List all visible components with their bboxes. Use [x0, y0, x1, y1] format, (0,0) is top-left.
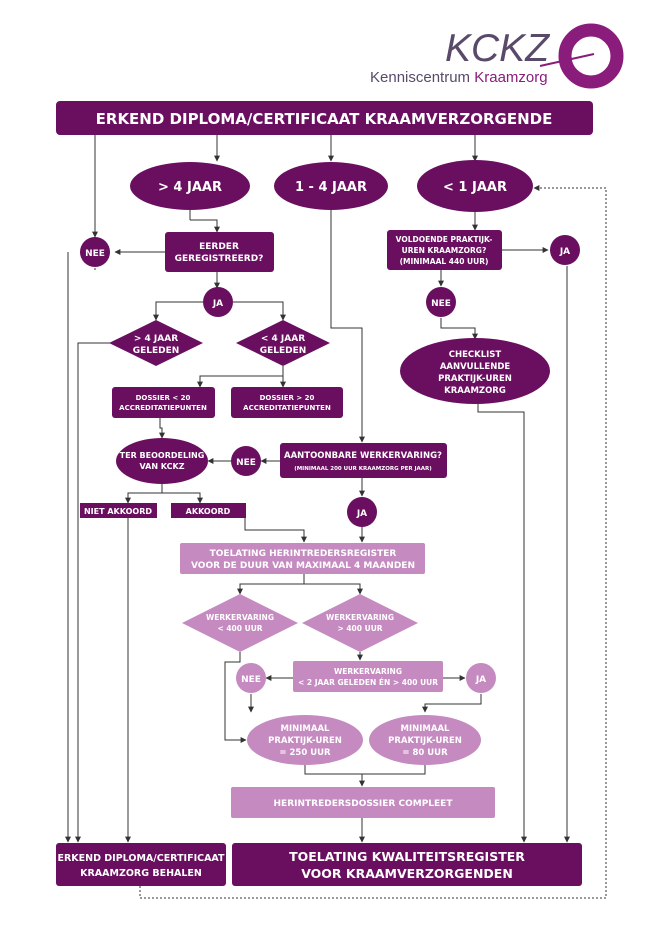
svg-text:MINIMAAL: MINIMAAL: [401, 724, 451, 734]
svg-text:< 400 UUR: < 400 UUR: [217, 624, 262, 633]
node-werkervaring-lt400: WERKERVARING < 400 UUR: [182, 594, 298, 652]
dotted-return-line: [139, 185, 607, 899]
svg-text:DOSSIER < 20: DOSSIER < 20: [136, 394, 191, 402]
node-lt4-jaar-geleden: < 4 JAAR GELEDEN: [236, 320, 330, 366]
node-voldoende-praktijkuren: VOLDOENDE PRAKTIJK- UREN KRAAMZORG? (MIN…: [387, 230, 502, 270]
svg-text:ACCREDITATIEPUNTEN: ACCREDITATIEPUNTEN: [243, 404, 331, 412]
node-lt1-jaar: < 1 JAAR: [417, 160, 533, 212]
node-werkervaring-gt400: WERKERVARING > 400 UUR: [302, 594, 418, 652]
node-gt4-jaar-geleden: > 4 JAAR GELEDEN: [109, 320, 203, 366]
node-nee-2jaar: NEE: [236, 663, 266, 693]
node-akkoord: AKKOORD: [171, 503, 246, 518]
svg-text:< 4 JAAR: < 4 JAAR: [261, 334, 305, 344]
svg-text:NEE: NEE: [431, 299, 451, 309]
svg-text:PRAKTIJK-UREN: PRAKTIJK-UREN: [438, 374, 512, 384]
node-checklist: CHECKLIST AANVULLENDE PRAKTIJK-UREN KRAA…: [400, 338, 550, 404]
logo-circle: [558, 23, 624, 89]
svg-text:< 2 JAAR GELEDEN ÉN > 400 UUR: < 2 JAAR GELEDEN ÉN > 400 UUR: [298, 678, 438, 687]
svg-text:JA: JA: [559, 247, 570, 257]
svg-text:WERKERVARING: WERKERVARING: [206, 613, 274, 622]
svg-text:= 80 UUR: = 80 UUR: [402, 748, 448, 758]
node-herintredersdossier-compleet: HERINTREDERSDOSSIER COMPLEET: [231, 787, 495, 818]
svg-text:ACCREDITATIEPUNTEN: ACCREDITATIEPUNTEN: [119, 404, 207, 412]
node-werkervaring-2jaar: WERKERVARING < 2 JAAR GELEDEN ÉN > 400 U…: [293, 661, 443, 692]
svg-text:HERINTREDERSDOSSIER COMPLEET: HERINTREDERSDOSSIER COMPLEET: [274, 799, 454, 809]
node-minimaal-250: MINIMAAL PRAKTIJK-UREN = 250 UUR: [247, 715, 363, 765]
svg-text:(MINIMAAL 440 UUR): (MINIMAAL 440 UUR): [400, 257, 489, 266]
svg-text:GELEDEN: GELEDEN: [260, 346, 307, 356]
svg-text:KRAAMZORG: KRAAMZORG: [444, 386, 506, 396]
svg-text:(MINIMAAL 200 UUR KRAAMZORG PE: (MINIMAAL 200 UUR KRAAMZORG PER JAAR): [294, 466, 432, 472]
svg-text:NEE: NEE: [85, 249, 105, 259]
svg-text:ERKEND DIPLOMA/CERTIFICAAT KRA: ERKEND DIPLOMA/CERTIFICAAT KRAAMVERZORGE…: [96, 110, 553, 128]
svg-text:1 - 4 JAAR: 1 - 4 JAAR: [295, 180, 367, 195]
svg-text:CHECKLIST: CHECKLIST: [449, 350, 502, 360]
svg-text:JA: JA: [356, 509, 367, 519]
node-ter-beoordeling: TER BEOORDELING VAN KCKZ: [116, 438, 208, 484]
logo-mark: KCKZ: [445, 27, 550, 70]
logo-swoosh: [539, 53, 595, 67]
svg-text:KRAAMZORG BEHALEN: KRAAMZORG BEHALEN: [80, 868, 202, 879]
svg-text:EERDER: EERDER: [199, 242, 239, 252]
svg-text:AANTOONBARE WERKERVARING?: AANTOONBARE WERKERVARING?: [284, 451, 442, 461]
svg-text:> 4 JAAR: > 4 JAAR: [158, 180, 222, 195]
node-ja-werkervaring: JA: [347, 497, 377, 527]
node-toelating-kwaliteitsregister: TOELATING KWALITEITSREGISTER VOOR KRAAMV…: [232, 843, 582, 886]
svg-text:WERKERVARING: WERKERVARING: [334, 667, 402, 676]
node-nee-voldoende: NEE: [426, 287, 456, 317]
svg-text:TOELATING KWALITEITSREGISTER: TOELATING KWALITEITSREGISTER: [289, 849, 525, 864]
svg-text:NEE: NEE: [241, 675, 261, 685]
node-ja-2jaar: JA: [466, 663, 496, 693]
svg-text:VAN KCKZ: VAN KCKZ: [139, 462, 184, 471]
svg-text:PRAKTIJK-UREN: PRAKTIJK-UREN: [268, 736, 342, 746]
svg-text:GELEDEN: GELEDEN: [133, 346, 180, 356]
node-ja-eerder: JA: [203, 287, 233, 317]
svg-text:MINIMAAL: MINIMAAL: [281, 724, 331, 734]
node-erkend-behalen: ERKEND DIPLOMA/CERTIFICAAT KRAAMZORG BEH…: [56, 843, 226, 886]
svg-text:AKKOORD: AKKOORD: [186, 507, 231, 516]
svg-text:TER BEOORDELING: TER BEOORDELING: [120, 451, 205, 460]
svg-text:TOELATING HERINTREDERSREGISTER: TOELATING HERINTREDERSREGISTER: [210, 549, 397, 559]
svg-text:NIET AKKOORD: NIET AKKOORD: [84, 507, 152, 516]
node-aantoonbare-werkervaring: AANTOONBARE WERKERVARING? (MINIMAAL 200 …: [280, 443, 447, 478]
node-gt4-jaar: > 4 JAAR: [130, 162, 250, 210]
svg-text:> 4 JAAR: > 4 JAAR: [134, 334, 178, 344]
node-dossier-gt20: DOSSIER > 20 ACCREDITATIEPUNTEN: [231, 387, 343, 418]
svg-text:VOOR KRAAMVERZORGENDEN: VOOR KRAAMVERZORGENDEN: [301, 866, 513, 881]
logo-tagline: Kenniscentrum Kraamzorg: [370, 69, 548, 86]
node-eerder-geregistreerd: EERDER GEREGISTREERD?: [165, 232, 274, 272]
node-ja-lt1: JA: [550, 235, 580, 265]
svg-text:ERKEND DIPLOMA/CERTIFICAAT: ERKEND DIPLOMA/CERTIFICAAT: [57, 853, 225, 864]
node-toelating-herintredersregister: TOELATING HERINTREDERSREGISTER VOOR DE D…: [180, 543, 425, 574]
svg-text:VOLDOENDE PRAKTIJK-: VOLDOENDE PRAKTIJK-: [396, 235, 493, 244]
node-dossier-lt20: DOSSIER < 20 ACCREDITATIEPUNTEN: [112, 387, 215, 418]
svg-text:DOSSIER > 20: DOSSIER > 20: [260, 394, 315, 402]
node-erkend-diploma: ERKEND DIPLOMA/CERTIFICAAT KRAAMVERZORGE…: [56, 101, 593, 135]
svg-text:GEREGISTREERD?: GEREGISTREERD?: [175, 254, 264, 264]
node-nee-werkervaring: NEE: [231, 446, 261, 476]
svg-text:JA: JA: [212, 299, 223, 309]
svg-text:UREN KRAAMZORG?: UREN KRAAMZORG?: [402, 246, 487, 255]
svg-text:WERKERVARING: WERKERVARING: [326, 613, 394, 622]
kckz-logo: KCKZ Kenniscentrum Kraamzorg: [370, 23, 624, 89]
node-niet-akkoord: NIET AKKOORD: [80, 503, 157, 518]
svg-text:> 400 UUR: > 400 UUR: [337, 624, 382, 633]
svg-text:PRAKTIJK-UREN: PRAKTIJK-UREN: [388, 736, 462, 746]
svg-text:JA: JA: [475, 675, 486, 685]
svg-text:VOOR DE DUUR VAN MAXIMAAL 4 MA: VOOR DE DUUR VAN MAXIMAAL 4 MAANDEN: [191, 561, 415, 571]
node-1-4-jaar: 1 - 4 JAAR: [274, 162, 388, 210]
svg-text:< 1 JAAR: < 1 JAAR: [443, 180, 507, 195]
svg-text:NEE: NEE: [236, 458, 256, 468]
svg-text:AANVULLENDE: AANVULLENDE: [440, 362, 511, 372]
node-minimaal-80: MINIMAAL PRAKTIJK-UREN = 80 UUR: [369, 715, 481, 765]
svg-text:= 250 UUR: = 250 UUR: [279, 748, 331, 758]
node-nee-left: NEE: [80, 237, 110, 267]
connectors: [65, 134, 570, 843]
